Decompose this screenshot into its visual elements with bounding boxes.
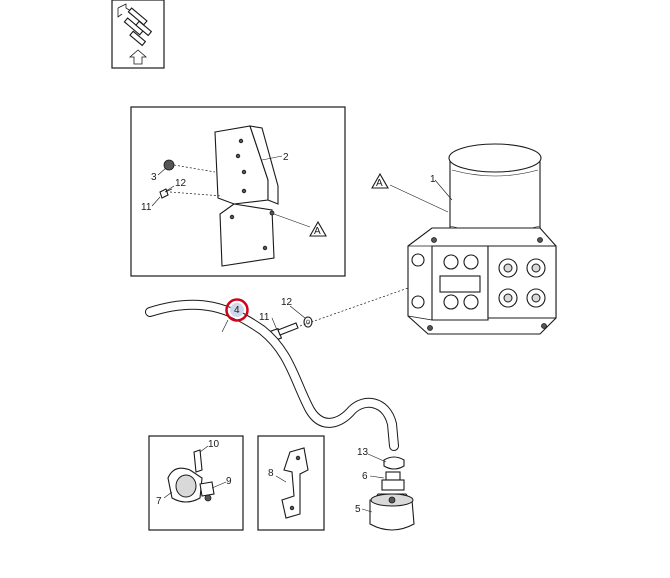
- highlighted-callout-4[interactable]: [225, 298, 249, 322]
- callout-labels: 1 2 3 4 5 6 7 8 9 10 11 12 11 12 13 A A: [141, 152, 436, 515]
- callout-7[interactable]: 7: [156, 496, 162, 507]
- callout-6[interactable]: 6: [362, 471, 368, 482]
- callout-8[interactable]: 8: [268, 468, 274, 479]
- bracket-inset: [130, 106, 346, 277]
- callout-3[interactable]: 3: [151, 172, 157, 183]
- callout-13[interactable]: 13: [357, 447, 369, 458]
- callout-9[interactable]: 9: [226, 476, 232, 487]
- callout-11-inset[interactable]: 11: [141, 202, 152, 213]
- strap-bracket-inset: [257, 435, 325, 531]
- connector: [381, 471, 405, 491]
- callout-4[interactable]: 4: [234, 305, 240, 316]
- hose-fitting-stack: [361, 453, 415, 531]
- inset-bolt: [159, 188, 173, 199]
- air-dryer-assembly: [371, 143, 557, 335]
- air-hose: [145, 299, 399, 451]
- main-fasteners: [267, 287, 409, 343]
- reference-a-inset: A: [314, 226, 321, 237]
- callout-12-inset[interactable]: 12: [175, 178, 187, 189]
- hose-clamp: [383, 456, 405, 470]
- valve-unit: [369, 493, 415, 531]
- reference-a-main: A: [376, 178, 383, 189]
- main-washer: [303, 316, 313, 328]
- callout-10[interactable]: 10: [208, 439, 220, 450]
- main-bolt: [267, 322, 299, 343]
- orientation-indicator: [111, 0, 165, 69]
- callout-11-main[interactable]: 11: [259, 312, 270, 323]
- front-arrow-icon: [128, 49, 148, 65]
- orientation-arrow-icon: [117, 3, 153, 47]
- clamp-inset: [148, 435, 244, 531]
- callout-2[interactable]: 2: [283, 152, 289, 163]
- callout-5[interactable]: 5: [355, 504, 361, 515]
- callout-1[interactable]: 1: [430, 174, 436, 185]
- callout-12-main[interactable]: 12: [281, 297, 293, 308]
